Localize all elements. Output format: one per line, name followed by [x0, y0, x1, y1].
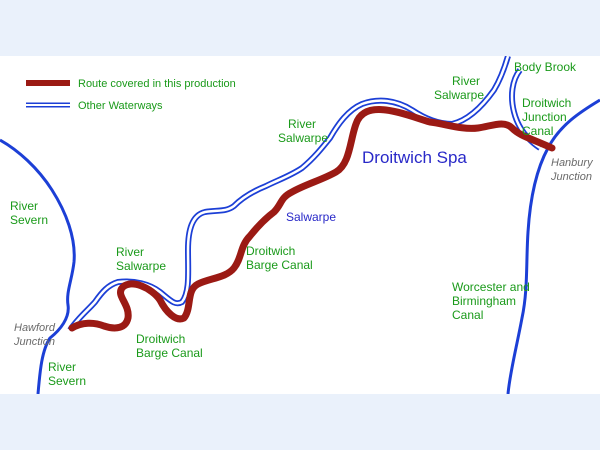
legend-waterway-label: Other Waterways [78, 100, 163, 112]
label-salwarpe: Salwarpe [286, 210, 336, 224]
worcester-birmingham-canal-line [506, 98, 600, 395]
label-hawford-junction: Hawford Junction [13, 322, 58, 348]
label-river-severn-south: River Severn [48, 360, 86, 388]
label-hanbury-junction: Hanbury Junction [550, 157, 596, 183]
label-droitwich-barge-canal-mid: Droitwich Barge Canal [246, 244, 313, 272]
waterways-map: Route covered in this production Other W… [0, 55, 600, 395]
label-river-severn-north: River Severn [10, 199, 48, 227]
label-river-salwarpe-east: River Salwarpe [434, 74, 484, 102]
label-river-salwarpe-mid: River Salwarpe [278, 117, 328, 145]
label-droitwich-spa: Droitwich Spa [362, 148, 467, 167]
map-canvas: Route covered in this production Other W… [0, 55, 600, 395]
legend: Route covered in this production Other W… [26, 78, 236, 112]
label-droitwich-barge-canal-south: Droitwich Barge Canal [136, 332, 203, 360]
label-droitwich-junction-canal: Droitwich Junction Canal [522, 96, 575, 138]
river-severn-line [0, 138, 76, 395]
legend-route-label: Route covered in this production [78, 78, 236, 90]
label-body-brook: Body Brook [514, 60, 577, 74]
label-worcester-birmingham-canal: Worcester and Birmingham Canal [452, 280, 533, 322]
production-route-line [68, 106, 556, 332]
label-river-salwarpe-west: River Salwarpe [116, 245, 166, 273]
